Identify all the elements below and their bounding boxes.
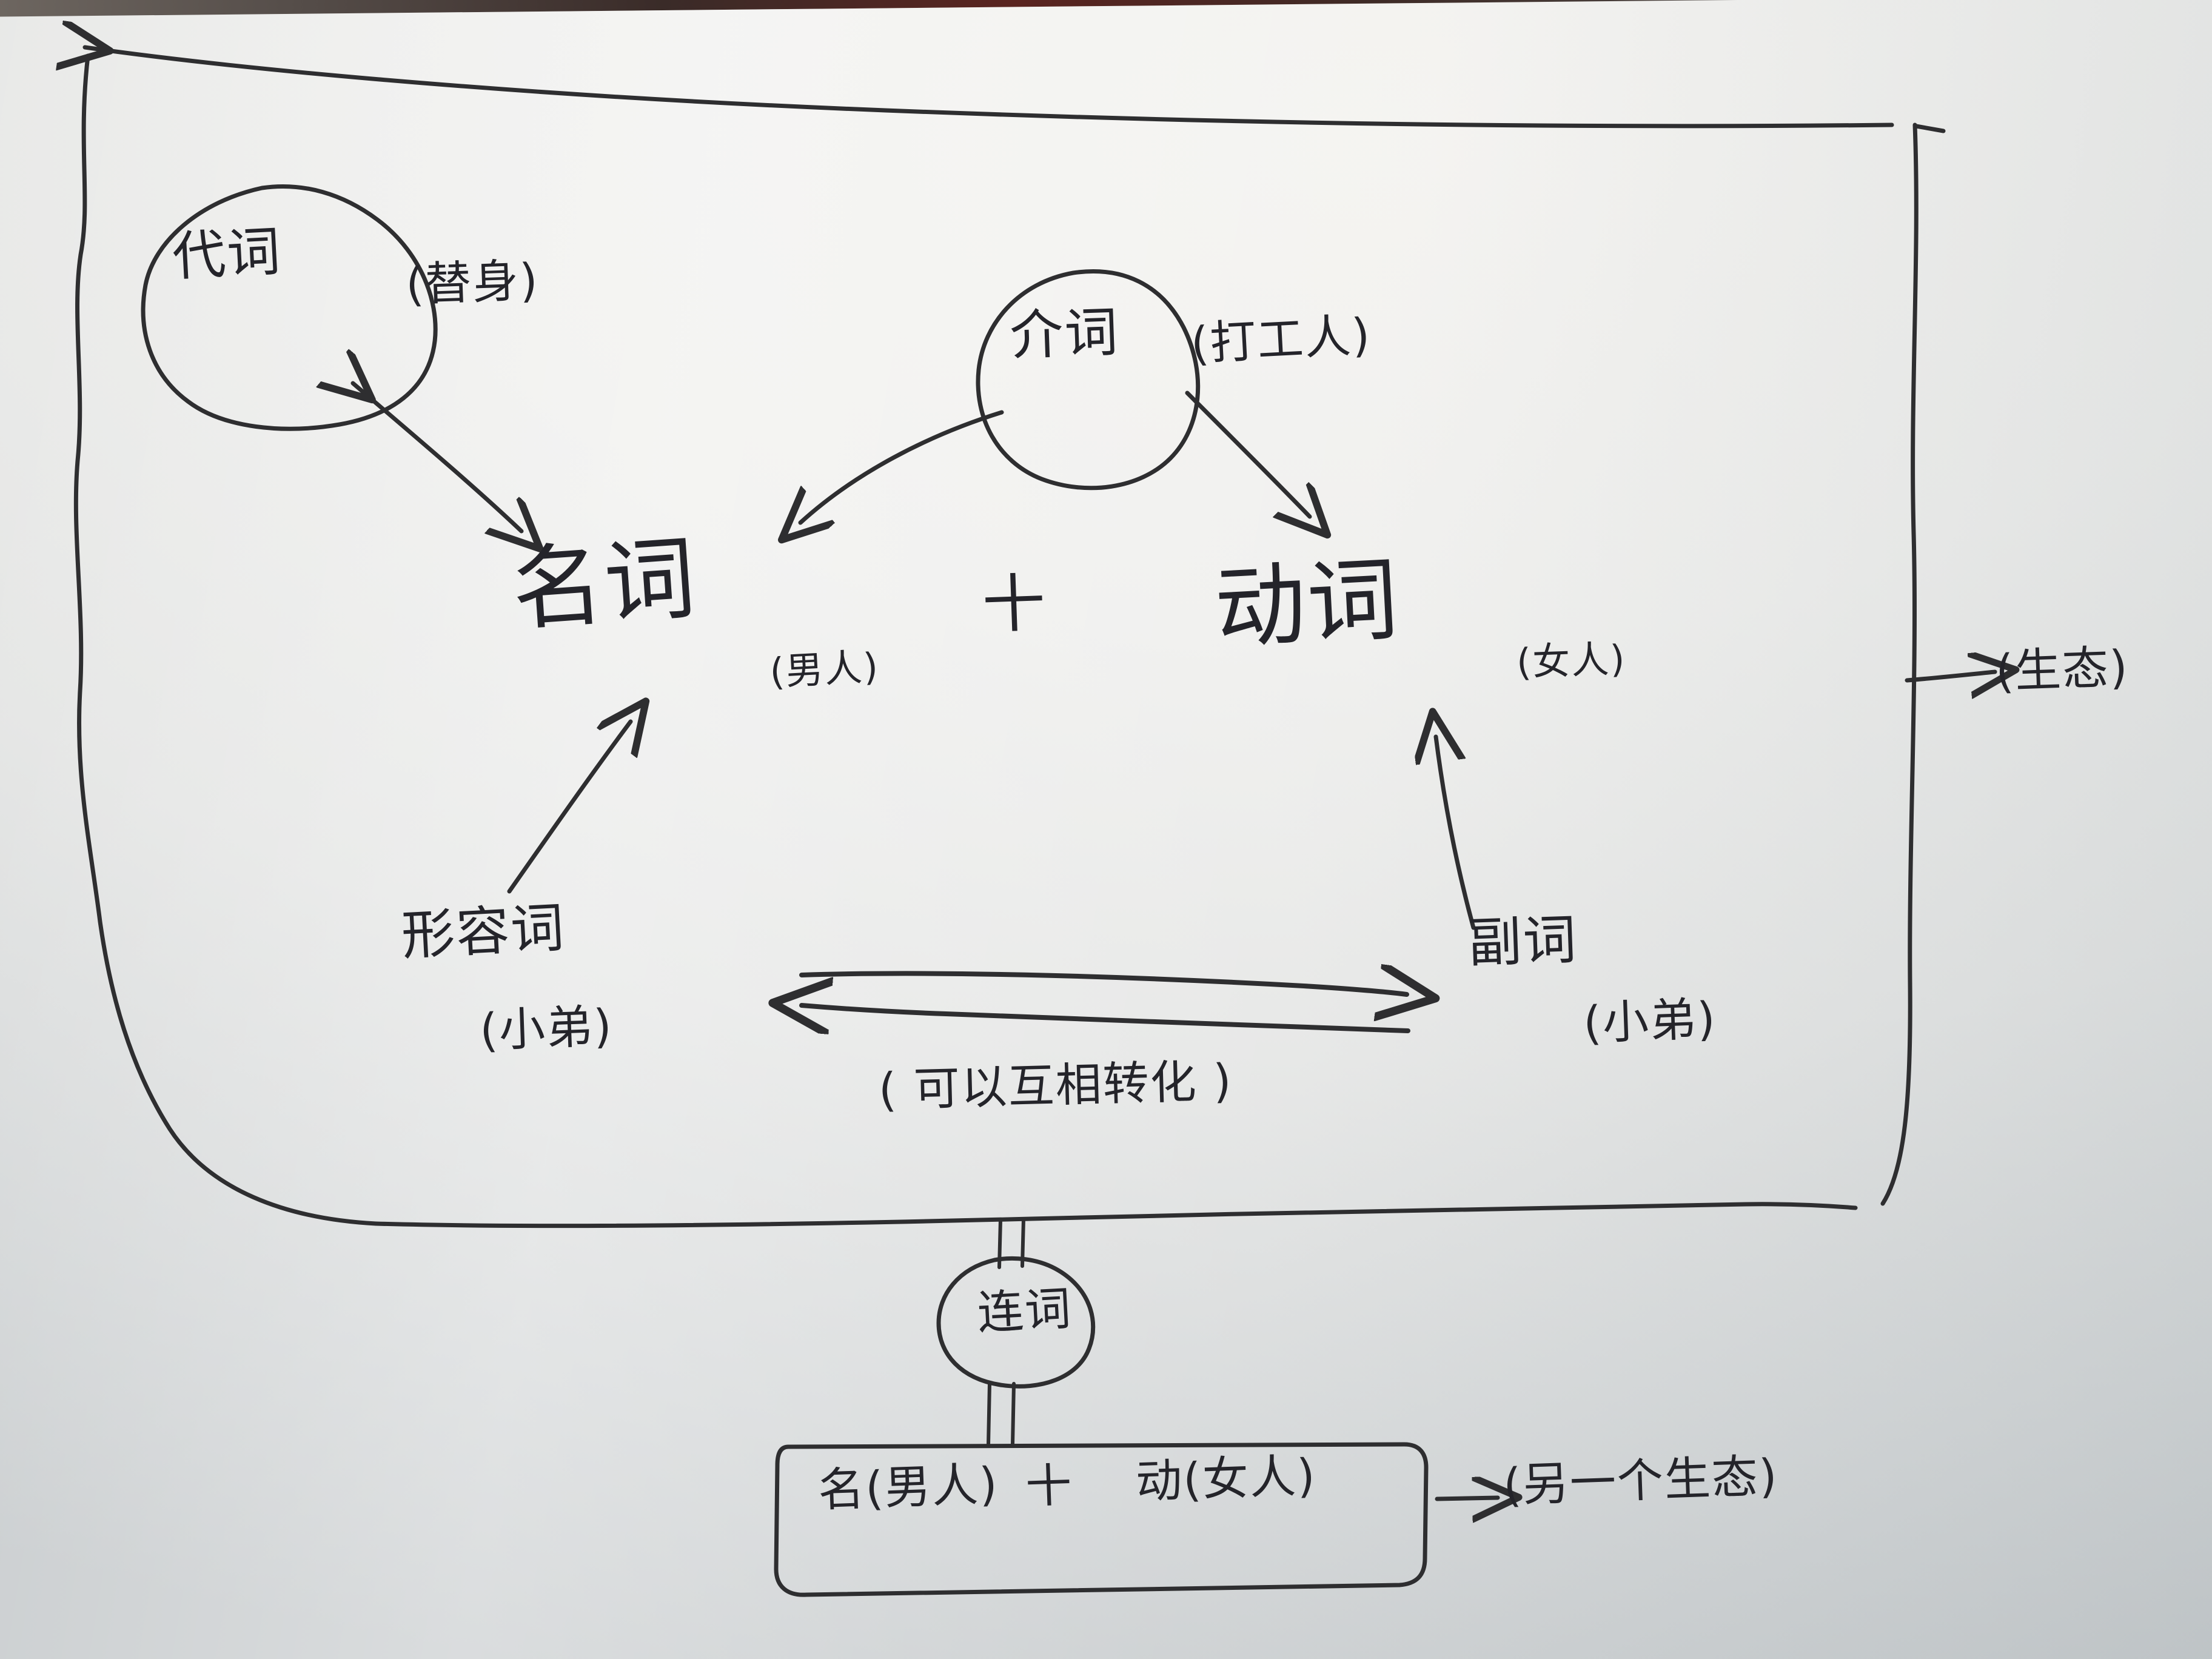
plus-sign: 十 bbox=[980, 566, 1048, 642]
outer-enclosure-bracket bbox=[76, 47, 1946, 1228]
adjective-term: 形容词 bbox=[400, 896, 567, 967]
mutual-transform-note: ( 可以互相转化 ) bbox=[877, 1053, 1233, 1117]
noun-note: (男人) bbox=[768, 644, 880, 694]
bottom-result-box bbox=[774, 1442, 1429, 1597]
preposition-to-verb-arrow bbox=[1185, 390, 1310, 517]
preposition-oval bbox=[976, 269, 1201, 491]
second-ecosystem-arrow bbox=[1435, 1498, 1498, 1499]
mutual-transform-arrows bbox=[802, 973, 1408, 1031]
adjective-note: (小弟) bbox=[478, 999, 614, 1057]
verb-term: 动词 bbox=[1212, 547, 1403, 662]
pronoun-to-noun-arrow bbox=[353, 383, 521, 531]
adverb-term: 副词 bbox=[1467, 908, 1579, 974]
adjective-to-noun-arrow bbox=[507, 722, 631, 894]
ecosystem-pointer-arrow bbox=[1905, 672, 1995, 680]
bottom-box-left-term: 名(男人) bbox=[817, 1456, 999, 1517]
preposition-note: (打工人) bbox=[1189, 307, 1373, 371]
conjunction-top-connector bbox=[997, 1217, 1025, 1269]
bottom-box-plus: 十 bbox=[1024, 1458, 1074, 1513]
adverb-note: (小弟) bbox=[1582, 991, 1718, 1050]
adverb-to-verb-arrow bbox=[1436, 737, 1476, 930]
verb-note: (女人) bbox=[1515, 636, 1627, 685]
noun-term: 名词 bbox=[509, 525, 700, 644]
second-ecosystem-note: (另一个生态) bbox=[1502, 1449, 1779, 1512]
preposition-to-noun-arrow bbox=[800, 410, 1004, 523]
preposition-term: 介词 bbox=[1008, 300, 1121, 367]
pronoun-oval bbox=[141, 184, 438, 431]
pronoun-term: 代词 bbox=[170, 220, 283, 288]
bottom-box-right-term: 动(女人) bbox=[1134, 1448, 1317, 1509]
conjunction-bottom-connector bbox=[987, 1382, 1016, 1446]
conjunction-term: 连词 bbox=[976, 1281, 1074, 1340]
conjunction-oval bbox=[936, 1256, 1096, 1389]
ecosystem-note: (生态) bbox=[1994, 640, 2130, 699]
pronoun-note: (替身) bbox=[404, 253, 540, 312]
